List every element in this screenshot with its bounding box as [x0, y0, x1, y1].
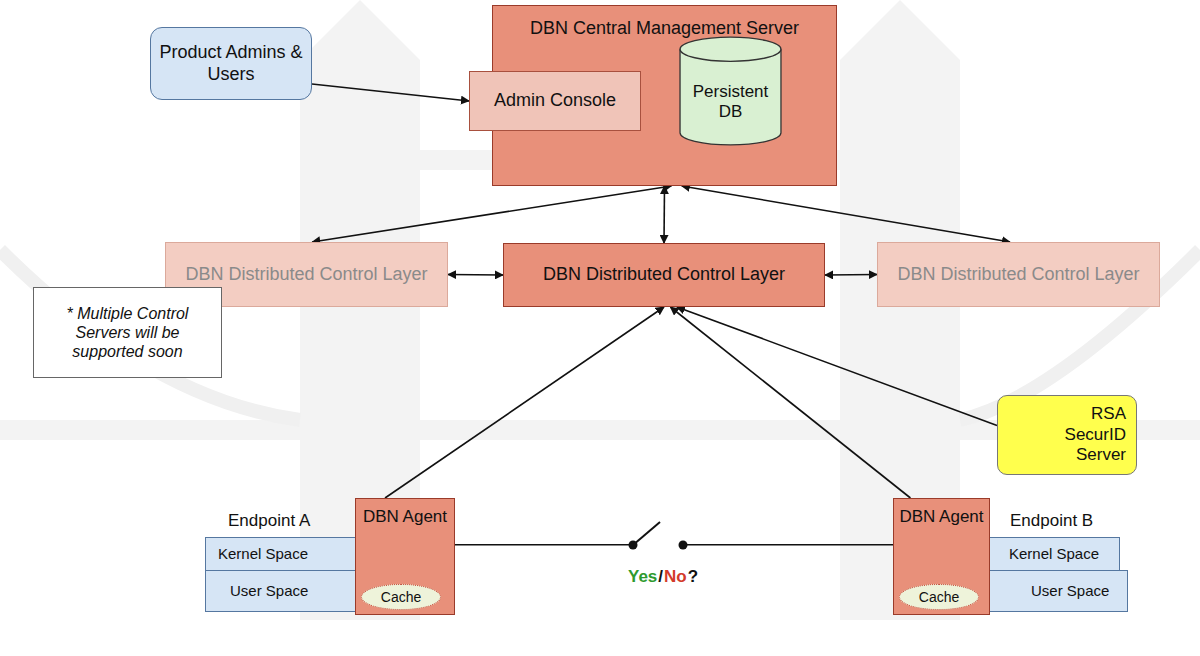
node-text: Product Admins & Users — [159, 42, 303, 85]
connector — [663, 186, 665, 243]
endpoint-label: Endpoint A — [228, 511, 310, 531]
connector — [312, 186, 671, 242]
bridge-silhouette — [0, 0, 1200, 620]
node-text: Cache — [919, 589, 959, 606]
switch-contact — [629, 541, 638, 550]
switch-label: No — [664, 567, 687, 587]
connector — [312, 84, 469, 101]
connector — [825, 274, 877, 276]
switch-lever — [633, 522, 660, 545]
connector — [455, 544, 893, 546]
control-layer-box: DBN Distributed Control Layer — [877, 242, 1160, 307]
console-box: Admin Console — [469, 71, 641, 131]
user-space-box: User Space — [205, 570, 372, 612]
connector — [682, 186, 1010, 242]
actor-box: Product Admins & Users — [150, 27, 312, 100]
connector — [677, 307, 997, 425]
control-layer-box: DBN Distributed Control Layer — [503, 243, 825, 307]
cache-ellipse: Cache — [361, 584, 441, 610]
agent-box: DBN AgentCache — [893, 498, 990, 615]
switch-label: Yes — [628, 567, 657, 587]
node-text: Kernel Space — [1009, 545, 1099, 563]
auth-server-box: RSA SecurID Server — [997, 395, 1137, 475]
connector — [385, 307, 664, 498]
node-text: RSA SecurID Server — [1028, 404, 1126, 465]
node-text: DBN Agent — [363, 507, 447, 527]
node-text: Kernel Space — [218, 545, 308, 563]
endpoint-label: Endpoint B — [1010, 511, 1093, 531]
agent-box: DBN AgentCache — [355, 498, 455, 615]
switch-contact — [679, 541, 688, 550]
node-text: DBN Distributed Control Layer — [543, 264, 785, 286]
node-text: DBN Agent — [899, 507, 983, 527]
note-box: * Multiple Control Servers will be suppo… — [33, 287, 222, 378]
database-cylinder: Persistent DB — [679, 36, 782, 146]
node-text: Persistent DB — [683, 82, 778, 123]
switch-label: ? — [688, 567, 698, 587]
server-box: DBN Central Management ServerAdmin Conso… — [492, 5, 837, 186]
node-text: * Multiple Control Servers will be suppo… — [44, 304, 211, 362]
cache-ellipse: Cache — [899, 584, 979, 610]
connector — [670, 307, 910, 498]
node-text: Admin Console — [494, 90, 616, 112]
connector — [448, 274, 503, 276]
node-text: Cache — [381, 589, 421, 606]
node-text: DBN Distributed Control Layer — [185, 264, 427, 286]
node-text: User Space — [230, 582, 308, 600]
node-text: User Space — [1031, 582, 1109, 600]
kernel-space-box: Kernel Space — [205, 537, 366, 571]
node-text: DBN Distributed Control Layer — [897, 264, 1139, 286]
switch-label: / — [658, 567, 663, 587]
node-text: DBN Central Management Server — [530, 18, 799, 40]
